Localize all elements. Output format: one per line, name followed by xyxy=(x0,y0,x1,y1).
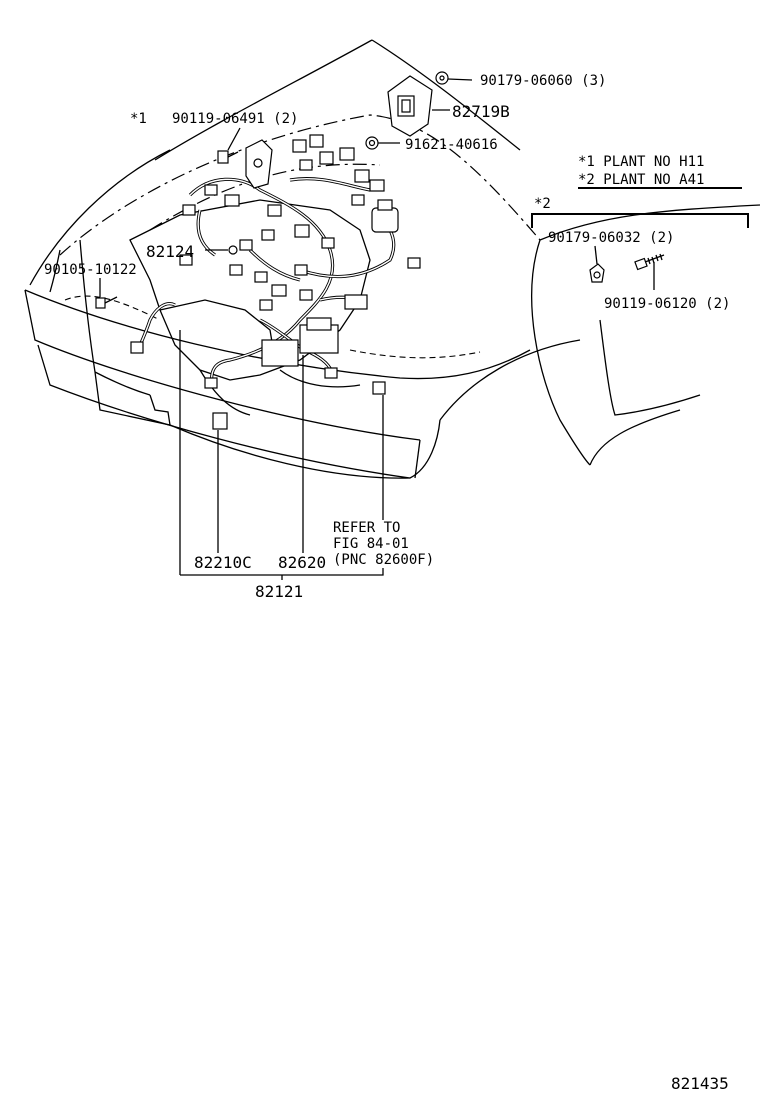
label-82210C[interactable]: 82210C xyxy=(194,553,252,572)
label-90179-06060[interactable]: 90179-06060 (3) xyxy=(480,73,606,89)
legend-marker-2: *2 xyxy=(534,196,551,212)
label-90119-06491[interactable]: 90119-06491 (2) xyxy=(172,111,298,127)
refer-line-3: (PNC 82600F) xyxy=(333,552,434,568)
label-91621-40616[interactable]: 91621-40616 xyxy=(405,137,498,153)
label-90179-06032[interactable]: 90179-06032 (2) xyxy=(548,230,674,246)
legend-line-1: *1 PLANT NO H11 xyxy=(578,154,704,170)
plant-a41-detail xyxy=(589,253,665,283)
label-82620[interactable]: 82620 xyxy=(278,553,326,572)
label-90119-06120[interactable]: 90119-06120 (2) xyxy=(604,296,730,312)
label-82719B[interactable]: 82719B xyxy=(452,102,510,121)
label-82121[interactable]: 82121 xyxy=(255,582,303,601)
legend-line-2: *2 PLANT NO A41 xyxy=(578,172,704,188)
label-90105-10122[interactable]: 90105-10122 xyxy=(44,262,137,278)
label-82124[interactable]: 82124 xyxy=(146,242,194,261)
part-labels: *1 90119-06491 (2) 90179-06060 (3) 82719… xyxy=(44,73,730,1093)
legend-marker-1: *1 xyxy=(130,111,147,127)
refer-line-1: REFER TO xyxy=(333,520,400,536)
engine-harness-illustration xyxy=(95,71,449,430)
figure-number: 821435 xyxy=(671,1074,729,1093)
refer-line-2: FIG 84-01 xyxy=(333,536,409,552)
leader-lines xyxy=(99,78,749,580)
